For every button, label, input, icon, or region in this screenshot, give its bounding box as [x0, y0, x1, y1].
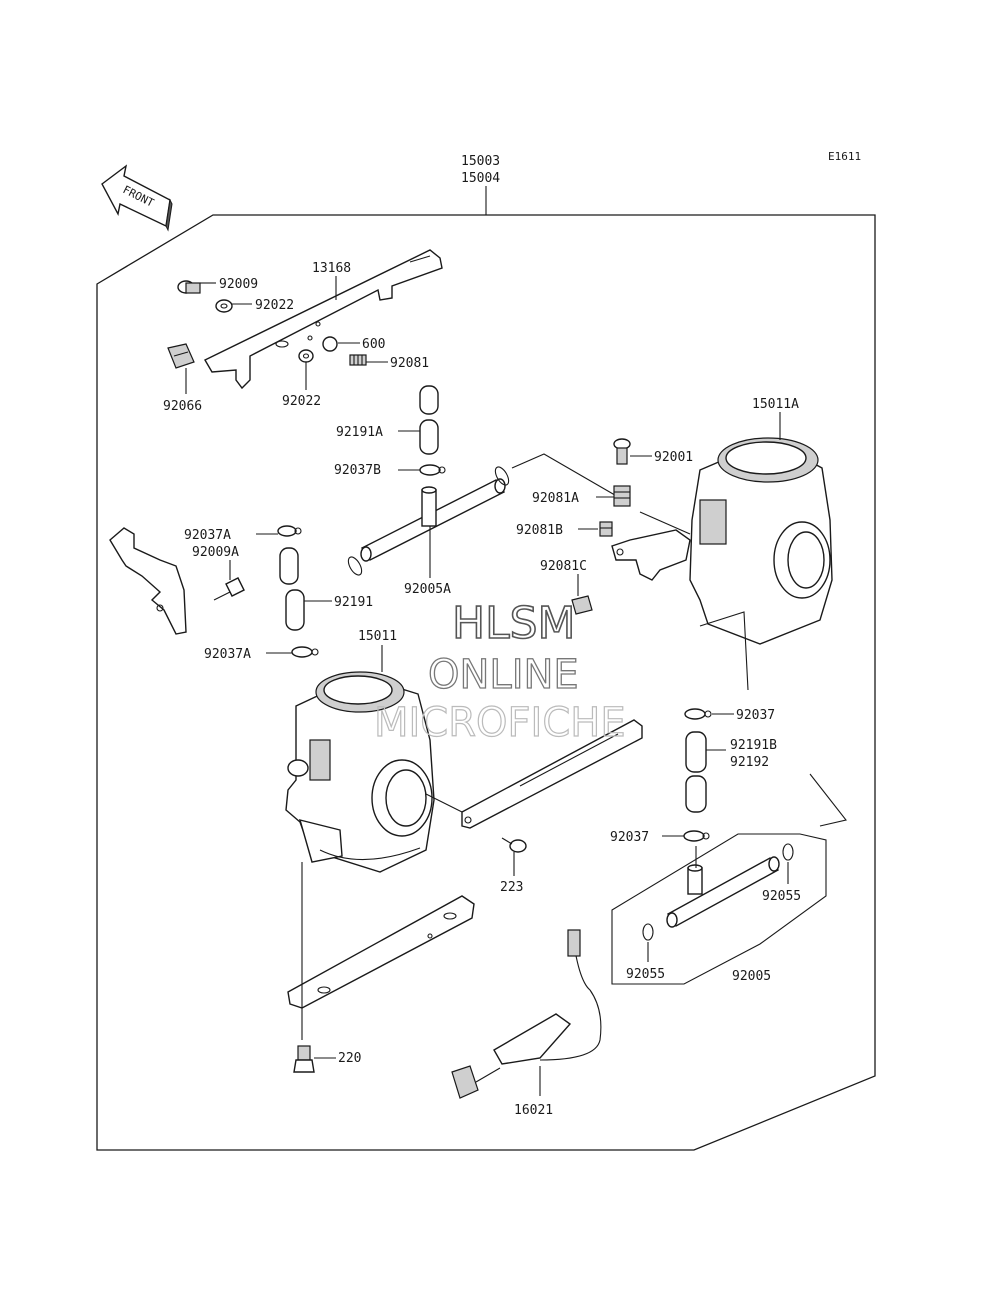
- label-92001: 92001: [654, 450, 693, 465]
- clamp-92037-top-icon: [684, 708, 712, 720]
- label-92055-left: 92055: [626, 967, 665, 982]
- spring-92081A-icon: [613, 485, 631, 507]
- washer-92022-bottom-icon: [298, 349, 314, 363]
- bottom-plate-icon: [287, 895, 475, 1009]
- screw-92081C-icon: [571, 595, 593, 615]
- spring-92081-icon: [349, 354, 367, 366]
- bolt-220-icon: [293, 1045, 315, 1073]
- leader-rod: [639, 511, 691, 535]
- screw-92009-icon: [177, 280, 201, 294]
- label-92081C: 92081C: [540, 559, 587, 574]
- tube-92191-icon: [279, 547, 305, 631]
- watermark-line-1: HLSM: [452, 598, 576, 649]
- clamp-92037-bottom-icon: [683, 830, 710, 842]
- tube-92191A-icon: [419, 385, 439, 455]
- screw-92001-icon: [613, 438, 631, 465]
- diagram-code: E1611: [828, 150, 861, 163]
- label-92022-top: 92022: [255, 298, 294, 313]
- screw-223-icon: [501, 837, 527, 853]
- tube-92191B-icon: [685, 731, 707, 813]
- label-92066: 92066: [163, 399, 202, 414]
- bracket-left-icon: [109, 527, 187, 635]
- label-92191: 92191: [334, 595, 373, 610]
- assembly-frame: [96, 214, 876, 1151]
- clamp-92037A-top-icon: [277, 525, 302, 537]
- label-13168: 13168: [312, 261, 351, 276]
- clamp-92037B-icon: [419, 464, 446, 476]
- washer-92022-top-icon: [215, 299, 233, 313]
- leader-link-plate: [425, 793, 463, 813]
- label-92037A-top: 92037A: [184, 528, 231, 543]
- label-92037A-bottom: 92037A: [204, 647, 251, 662]
- spring-92081B-icon: [599, 521, 613, 537]
- label-92037-top: 92037: [736, 708, 775, 723]
- label-92191B: 92191B: [730, 738, 777, 753]
- clamp-92037A-bottom-icon: [291, 646, 319, 658]
- label-92037B: 92037B: [334, 463, 381, 478]
- label-92005: 92005: [732, 969, 771, 984]
- label-92005A: 92005A: [404, 582, 451, 597]
- front-arrow-icon: FRONT: [101, 164, 173, 232]
- leader-right-edge: [809, 773, 847, 827]
- label-92009A: 92009A: [192, 545, 239, 560]
- label-15011A: 15011A: [752, 397, 799, 412]
- label-92037-bottom: 92037: [610, 830, 649, 845]
- watermark-line-3: MICROFICHE: [374, 700, 626, 746]
- label-92192: 92192: [730, 755, 769, 770]
- label-92022-bottom: 92022: [282, 394, 321, 409]
- o-ring-right-icon: [494, 466, 510, 486]
- watermark-line-2: ONLINE: [428, 652, 579, 698]
- carburetor-15011-icon: [285, 671, 435, 873]
- label-15011: 15011: [358, 629, 397, 644]
- o-ring-left-icon: [347, 556, 363, 576]
- t-fitting-92005-icon: [666, 856, 780, 928]
- ball-600-icon: [322, 336, 338, 352]
- assembly-number-2: 15004: [461, 171, 500, 186]
- label-92191A: 92191A: [336, 425, 383, 440]
- group-bracket-92005: [611, 833, 827, 985]
- o-ring-92055-right-icon: [782, 843, 794, 861]
- o-ring-92055-left-icon: [642, 923, 654, 941]
- carburetor-15011A-icon: [611, 437, 833, 645]
- label-16021: 16021: [514, 1103, 553, 1118]
- label-600: 600: [362, 337, 385, 352]
- throttle-cable-16021-icon: [451, 929, 602, 1099]
- link-plate-icon: [461, 719, 643, 829]
- label-92055-right: 92055: [762, 889, 801, 904]
- assembly-number-1: 15003: [461, 154, 500, 169]
- label-92081B: 92081B: [516, 523, 563, 538]
- screw-92009A-icon: [213, 577, 245, 601]
- label-223: 223: [500, 880, 523, 895]
- label-220: 220: [338, 1051, 361, 1066]
- leader-lower-right: [699, 611, 749, 691]
- clip-92066-icon: [167, 343, 195, 369]
- bracket-13168: [204, 249, 443, 390]
- t-fitting-92005A-icon: [360, 478, 506, 562]
- leader-hose-link: [511, 453, 621, 499]
- label-92081: 92081: [390, 356, 429, 371]
- label-92009: 92009: [219, 277, 258, 292]
- label-92081A: 92081A: [532, 491, 579, 506]
